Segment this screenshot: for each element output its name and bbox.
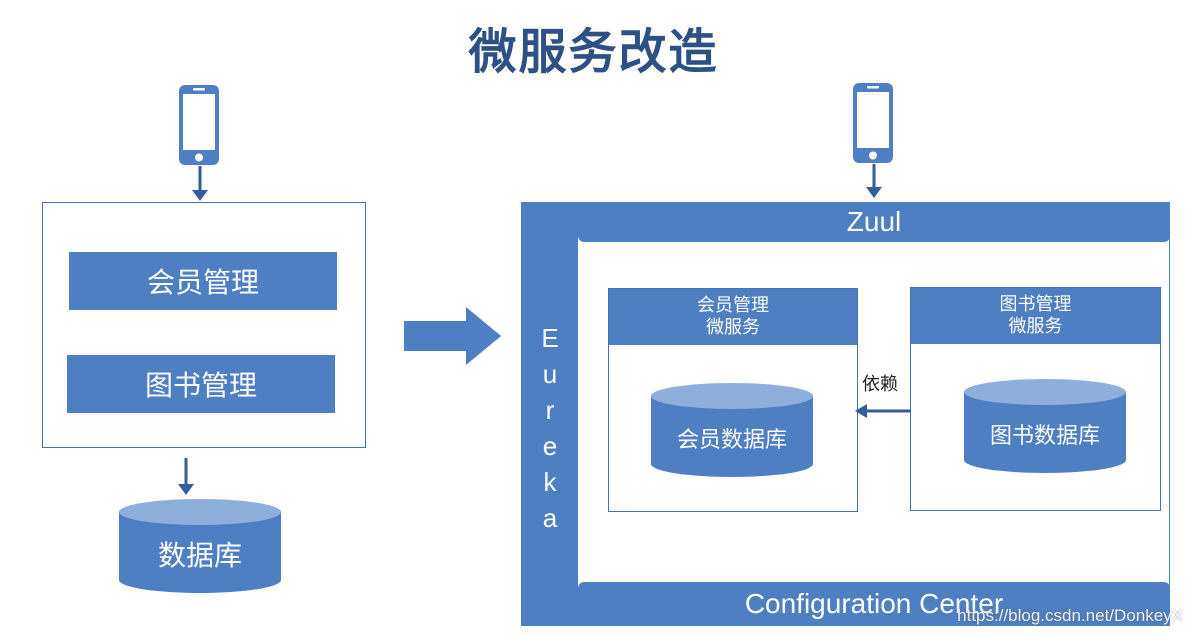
eureka-letter: a (542, 503, 558, 533)
eureka-bar (521, 202, 578, 626)
book-database-cylinder: 图书数据库 (963, 378, 1127, 474)
member-service-header: 会员管理 微服务 (609, 289, 857, 345)
config-center-bar: Configuration Center (578, 582, 1170, 626)
member-service-title: 会员管理 (697, 295, 769, 316)
module-member-label: 会员管理 (146, 266, 259, 299)
eureka-letter: e (542, 431, 558, 461)
eureka-label: E u r e k a (536, 320, 564, 536)
module-member: 会员管理 (69, 252, 337, 310)
arrow-down-icon (190, 166, 210, 206)
zuul-bar: Zuul (578, 202, 1170, 242)
book-service-subtitle: 微服务 (1008, 316, 1063, 337)
dependency-label: 依赖 (862, 374, 898, 395)
member-database-cylinder: 会员数据库 (650, 382, 814, 478)
book-service-title: 图书管理 (999, 294, 1072, 315)
member-service-subtitle: 微服务 (706, 317, 760, 338)
eureka-letter: E (541, 323, 559, 353)
eureka-letter: r (545, 395, 555, 425)
module-book: 图书管理 (67, 355, 335, 413)
arrow-down-icon (176, 458, 196, 500)
page-title: 微服务改造 (468, 24, 719, 80)
book-database-label: 图书数据库 (989, 424, 1100, 449)
phone-icon (178, 84, 220, 166)
phone-icon (852, 82, 894, 164)
module-book-label: 图书管理 (144, 369, 257, 402)
eureka-letter: k (543, 467, 557, 497)
watermark: https://blog.csdn.net/DonkeyX (957, 606, 1183, 625)
arrow-left-icon (855, 403, 911, 423)
zuul-label: Zuul (846, 206, 902, 237)
config-center-label: Configuration Center (744, 588, 1004, 619)
arrow-right-icon (404, 307, 502, 369)
book-service-header: 图书管理 微服务 (911, 288, 1160, 344)
arrow-down-icon (864, 164, 884, 204)
member-database-label: 会员数据库 (676, 428, 787, 453)
eureka-letter: u (542, 359, 558, 389)
database-cylinder: 数据库 (118, 498, 282, 594)
database-label: 数据库 (157, 539, 242, 572)
